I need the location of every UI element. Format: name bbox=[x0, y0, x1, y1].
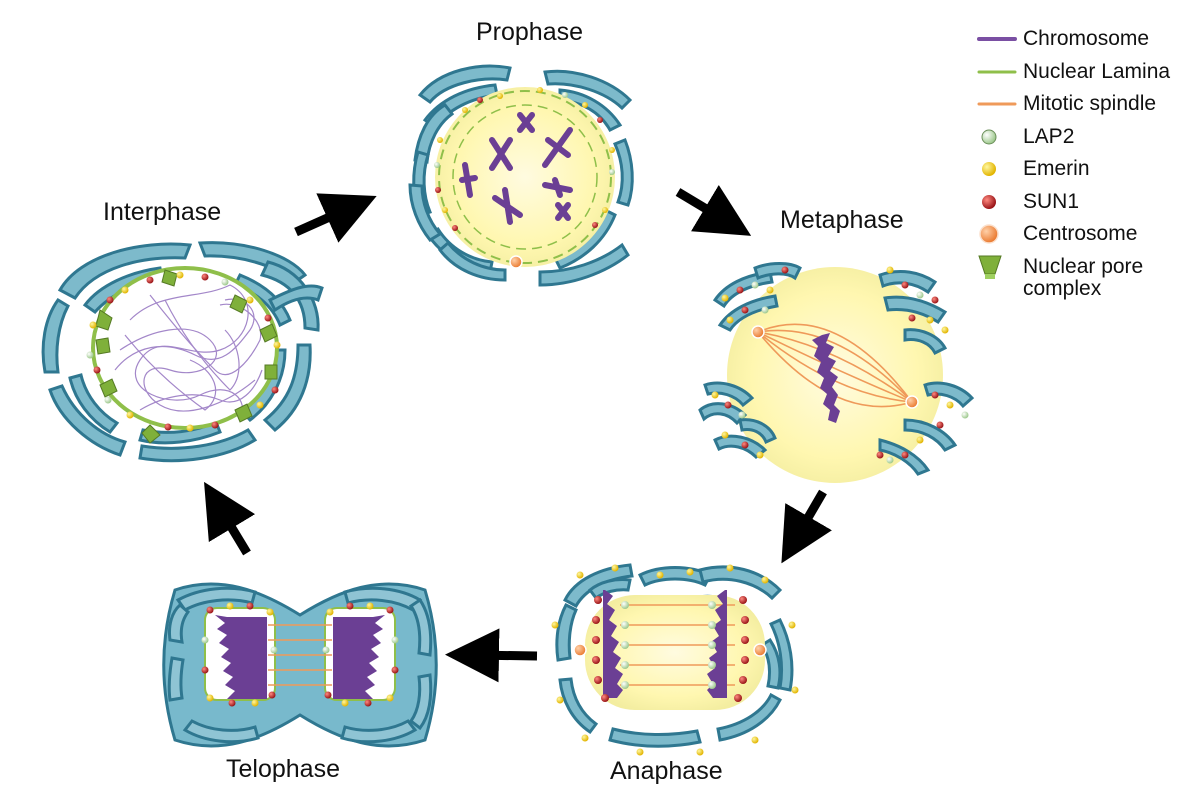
telophase-chromosomes-right bbox=[333, 615, 385, 699]
lamina-line-icon bbox=[977, 70, 1017, 73]
label-interphase: Interphase bbox=[103, 198, 222, 226]
arrow-metaphase-to-anaphase bbox=[781, 489, 832, 564]
legend: Chromosome Nuclear Lamina Mitotic spindl… bbox=[975, 24, 1197, 312]
label-metaphase: Metaphase bbox=[780, 206, 904, 234]
cycle-arrows bbox=[204, 184, 832, 683]
metaphase-proteins bbox=[711, 266, 969, 464]
prophase-chromosomes bbox=[459, 112, 573, 225]
lap2-dot-icon bbox=[981, 129, 997, 144]
metaphase-er bbox=[698, 262, 975, 476]
anaphase-chromosomes-right bbox=[707, 590, 727, 698]
anaphase-centrosome-left bbox=[573, 643, 587, 657]
metaphase-chromosomes bbox=[812, 333, 840, 423]
legend-label: Nuclear Lamina bbox=[1023, 59, 1171, 83]
spindle-line-icon bbox=[977, 102, 1017, 106]
prophase-proteins bbox=[434, 87, 615, 231]
interphase-pore-complexes bbox=[95, 269, 278, 444]
interphase-chromatin bbox=[114, 284, 263, 421]
telophase-spindle bbox=[268, 624, 332, 686]
legend-label: Nuclear pore complex bbox=[1023, 254, 1144, 300]
anaphase-proteins bbox=[551, 564, 799, 756]
legend-item-mitotic-spindle: Mitotic spindle bbox=[975, 89, 1197, 122]
arrow-telophase-to-interphase bbox=[204, 481, 256, 556]
interphase-proteins bbox=[86, 271, 281, 432]
prophase-centrosome bbox=[509, 255, 523, 269]
emerin-dot-icon bbox=[982, 162, 996, 176]
prophase-lamina-inner bbox=[452, 104, 598, 250]
metaphase-cell bbox=[698, 262, 975, 483]
centrosome-dot-icon bbox=[979, 224, 999, 244]
legend-label: Mitotic spindle bbox=[1023, 92, 1157, 115]
legend-label: Emerin bbox=[1023, 157, 1090, 180]
legend-item-chromosome: Chromosome bbox=[975, 24, 1197, 57]
arrow-anaphase-to-telophase bbox=[445, 628, 538, 683]
legend-item-nuclear-pore-complex: Nuclear pore complex bbox=[975, 252, 1197, 312]
label-anaphase: Anaphase bbox=[610, 757, 723, 785]
prophase-lamina-outer bbox=[438, 90, 612, 264]
legend-label: SUN1 bbox=[1023, 189, 1080, 213]
interphase-nucleus bbox=[91, 266, 279, 430]
legend-item-centrosome: Centrosome bbox=[975, 219, 1197, 252]
legend-item-sun1: SUN1 bbox=[975, 187, 1197, 220]
label-telophase: Telophase bbox=[226, 755, 340, 783]
arrow-interphase-to-prophase bbox=[294, 193, 377, 243]
legend-item-lap2: LAP2 bbox=[975, 122, 1197, 155]
telophase-proteins bbox=[201, 602, 399, 707]
arrow-prophase-to-metaphase bbox=[675, 184, 752, 236]
anaphase-centrosome-right bbox=[753, 643, 767, 657]
telophase-cell bbox=[162, 582, 438, 748]
sun1-dot-icon bbox=[982, 194, 996, 209]
chromosome-line-icon bbox=[977, 37, 1017, 41]
legend-label: Chromosome bbox=[1023, 27, 1150, 50]
telophase-chromosomes-left bbox=[215, 615, 267, 699]
legend-item-nuclear-lamina: Nuclear Lamina bbox=[975, 57, 1197, 90]
legend-label: Centrosome bbox=[1023, 222, 1138, 245]
prophase-cell bbox=[408, 64, 634, 287]
label-prophase: Prophase bbox=[476, 18, 584, 46]
metaphase-centrosome-right bbox=[905, 395, 919, 409]
anaphase-chromosomes-left bbox=[603, 590, 623, 698]
legend-label: LAP2 bbox=[1023, 124, 1075, 148]
legend-item-emerin: Emerin bbox=[975, 154, 1197, 187]
telophase-er bbox=[167, 586, 433, 744]
nuclear-pore-funnel-icon bbox=[978, 255, 1002, 279]
anaphase-cell bbox=[551, 563, 799, 756]
metaphase-centrosome-left bbox=[751, 325, 765, 339]
interphase-cell bbox=[41, 241, 324, 463]
